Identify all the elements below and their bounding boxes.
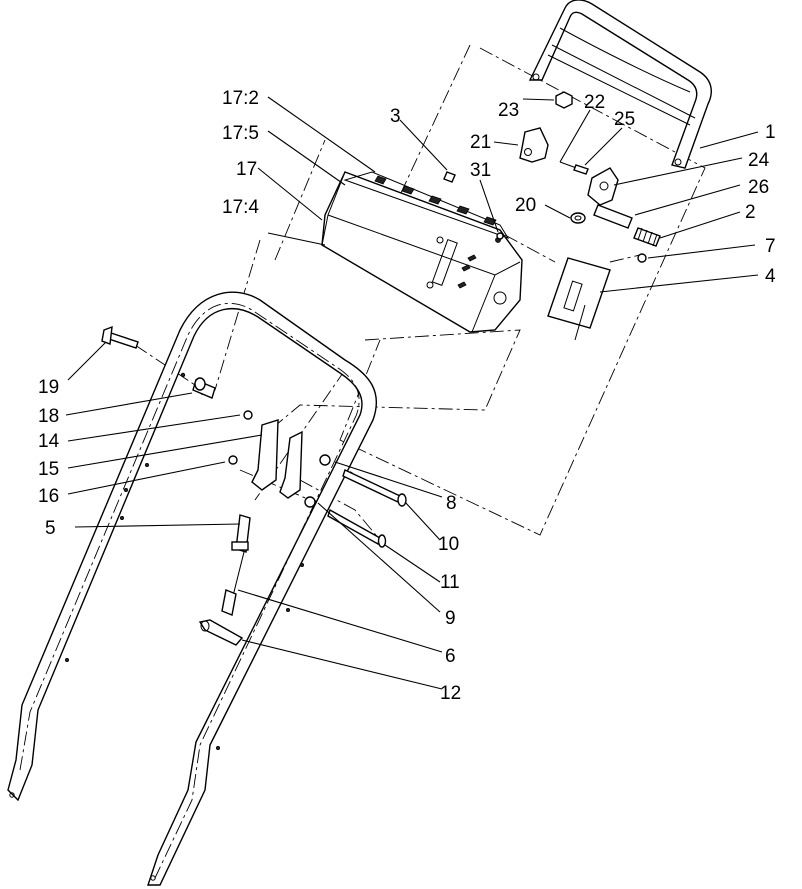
callout-18: 18 (38, 406, 59, 427)
callout-25: 25 (614, 109, 635, 130)
callout-22: 22 (584, 92, 605, 113)
callout-5: 5 (45, 518, 56, 539)
upper-handle (528, 0, 712, 169)
callout-9: 9 (445, 608, 456, 629)
callout-labels: 1 2 3 4 5 6 7 8 9 10 11 12 14 15 16 17 1… (38, 88, 776, 704)
callout-20: 20 (515, 195, 536, 216)
callout-8: 8 (446, 493, 457, 514)
callout-24: 24 (748, 150, 770, 171)
callout-23: 23 (498, 100, 519, 121)
callout-16: 16 (38, 486, 59, 507)
callout-17-2: 17:2 (222, 88, 259, 109)
callout-19: 19 (38, 377, 59, 398)
leader-lines (65, 96, 759, 690)
lower-handle-tube (7, 291, 378, 886)
callout-17-4: 17:4 (222, 197, 259, 218)
callout-26: 26 (748, 177, 769, 198)
hardware-parts (101, 91, 661, 646)
callout-4: 4 (765, 266, 776, 287)
callout-12: 12 (440, 683, 461, 704)
callout-11: 11 (440, 572, 460, 593)
callout-3: 3 (390, 106, 401, 127)
callout-21: 21 (470, 132, 491, 153)
callout-17-5: 17:5 (222, 123, 259, 144)
callout-31: 31 (470, 160, 491, 181)
callout-7: 7 (765, 236, 776, 257)
callout-2: 2 (745, 202, 756, 223)
control-panel (321, 171, 523, 333)
callout-6: 6 (445, 646, 456, 667)
callout-15: 15 (38, 459, 59, 480)
callout-14: 14 (38, 431, 60, 452)
callout-1: 1 (765, 122, 776, 143)
callout-10: 10 (438, 534, 459, 555)
callout-17: 17 (236, 159, 257, 180)
